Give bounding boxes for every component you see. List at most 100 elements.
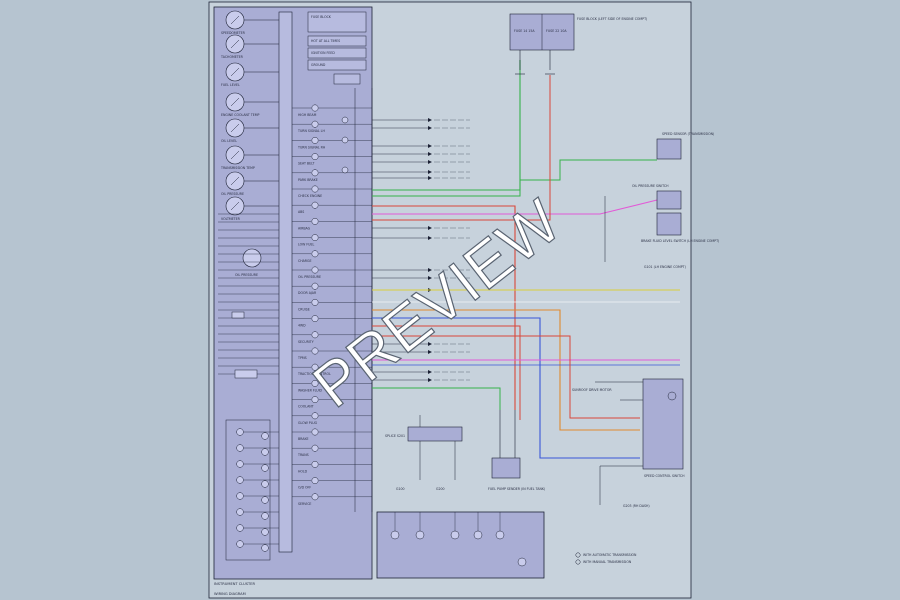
indicator-lamp xyxy=(311,363,319,371)
gauge-label: ENGINE COOLANT TEMP xyxy=(221,113,260,117)
fuse-label-2: FUSE 22 10A xyxy=(546,29,567,33)
indicator-label: WASHER FLUID xyxy=(298,388,323,392)
footer-title: INSTRUMENT CLUSTER xyxy=(214,582,255,586)
indicator-lamp xyxy=(311,217,319,225)
indicator-label: SERVICE xyxy=(298,502,311,506)
arrow-head xyxy=(428,268,432,272)
bank-transistor xyxy=(261,448,269,456)
indicator-label: HIGH BEAM xyxy=(298,113,317,117)
legend: WITH AUTOMATIC TRANSMISSION WITH MANUAL … xyxy=(575,552,637,565)
indicator-lamp xyxy=(311,460,319,468)
gauge-needle xyxy=(230,97,240,107)
bottom-transistor xyxy=(517,557,527,567)
indicator-lamp xyxy=(311,153,319,161)
signal-wire xyxy=(372,309,640,431)
arrow-head xyxy=(428,342,432,346)
indicator-lamp xyxy=(311,331,319,339)
note-box xyxy=(333,73,361,85)
note-box xyxy=(307,11,367,33)
bank-transistor xyxy=(261,432,269,440)
indicator-lamp xyxy=(311,412,319,420)
note-box-label: FUSE BLOCK xyxy=(311,15,332,19)
indicator-column: HIGH BEAM TURN SIGNAL LH TURN SIGNAL RH SEA… xyxy=(292,88,373,512)
indicator-lamp xyxy=(341,166,349,174)
signal-wire xyxy=(372,75,551,221)
arrow-head xyxy=(428,236,432,240)
indicator-label: TURN SIGNAL LH xyxy=(297,129,325,133)
legend-item-1: WITH AUTOMATIC TRANSMISSION xyxy=(583,553,637,557)
indicator-lamp xyxy=(341,116,349,124)
indicator-label: LOW FUEL xyxy=(298,243,315,247)
indicator-label: SEAT BELT xyxy=(298,162,314,166)
arrow-head xyxy=(428,170,432,174)
note-box xyxy=(307,35,367,47)
bank-transistor xyxy=(236,460,244,468)
bottom-transistor xyxy=(415,530,425,540)
indicator-label: HOLD xyxy=(298,469,308,473)
indicator-label: COOLANT xyxy=(298,405,314,409)
splice-label: SPLICE S201 xyxy=(385,434,405,438)
note-box-label: GROUND xyxy=(311,63,326,67)
gauge-needle xyxy=(230,123,240,133)
indicator-lamp xyxy=(311,266,319,274)
legend-item-2: WITH MANUAL TRANSMISSION xyxy=(583,560,632,564)
footer-subtitle: WIRING DIAGRAM xyxy=(214,592,246,596)
bank-transistor xyxy=(261,512,269,520)
gauge-label: VOLTMETER xyxy=(221,217,241,221)
bank-transistor xyxy=(261,496,269,504)
gauge-label: OIL LEVEL xyxy=(221,139,237,143)
indicator-label: TURN SIGNAL RH xyxy=(297,145,326,149)
oil-pressure-switch-label: OIL PRESSURE SWITCH xyxy=(632,184,669,188)
ground-g203-label: G203 (RH DASH) xyxy=(623,504,650,508)
fuse-block: FUSE 14 15A FUSE 22 10A FUSE BLOCK (LEFT… xyxy=(509,13,647,75)
bottom-transistor xyxy=(390,530,400,540)
indicator-lamp xyxy=(311,169,319,177)
indicator-lamp xyxy=(311,396,319,404)
arrow-head xyxy=(428,144,432,148)
bank-transistor xyxy=(236,476,244,484)
fuel-pump-sender: FUEL PUMP SENDER (IN FUEL TANK) xyxy=(488,457,545,491)
small-box xyxy=(234,369,258,379)
arrow-head xyxy=(428,378,432,382)
gauge-needle xyxy=(230,67,240,77)
fuel-pump-sender-label: FUEL PUMP SENDER (IN FUEL TANK) xyxy=(488,487,545,491)
oil-pressure-switch-body xyxy=(656,190,682,210)
indicator-label: TRACTION CONTROL xyxy=(297,372,331,376)
indicator-lamp xyxy=(311,379,319,387)
brake-fluid-switch: BRAKE FLUID LEVEL SWITCH (LH ENGINE COMP… xyxy=(641,212,719,243)
arrow-head xyxy=(428,118,432,122)
speed-control-switch-label: SPEED CONTROL SWITCH xyxy=(644,474,685,478)
gauge-label: SPEEDOMETER xyxy=(221,31,246,35)
brake-fluid-switch-body xyxy=(656,212,682,236)
gauge-label: OIL PRESSURE xyxy=(221,192,244,196)
indicator-label: CHECK ENGINE xyxy=(298,194,322,198)
arrow-head xyxy=(428,276,432,280)
indicator-label: 4WD xyxy=(298,324,306,328)
signal-wire xyxy=(372,325,521,420)
arrow-head xyxy=(428,370,432,374)
indicator-lamp xyxy=(311,282,319,290)
indicator-lamp xyxy=(311,347,319,355)
indicator-label: SECURITY xyxy=(298,340,314,344)
bank-transistor xyxy=(236,540,244,548)
bank-frame xyxy=(225,419,271,561)
gauge-needle xyxy=(230,201,240,211)
indicator-label: TRANS xyxy=(297,453,309,457)
note-box-label: IGNITION FEED xyxy=(311,51,335,55)
ground-g101-label: G101 (LH ENGINE COMPT) xyxy=(644,265,686,269)
signal-wire xyxy=(372,317,640,459)
arrow-head xyxy=(428,152,432,156)
lower-left-transistor-bank xyxy=(225,419,279,561)
gauge-needle xyxy=(230,150,240,160)
note-box xyxy=(307,47,367,59)
oil-pressure-switch: OIL PRESSURE SWITCH xyxy=(632,184,682,210)
signal-wire xyxy=(372,387,501,410)
bank-transistor xyxy=(236,508,244,516)
signal-wire xyxy=(372,205,516,410)
bank-transistor xyxy=(236,444,244,452)
output-wire-group xyxy=(372,118,470,382)
colored-wire-group xyxy=(372,60,680,505)
